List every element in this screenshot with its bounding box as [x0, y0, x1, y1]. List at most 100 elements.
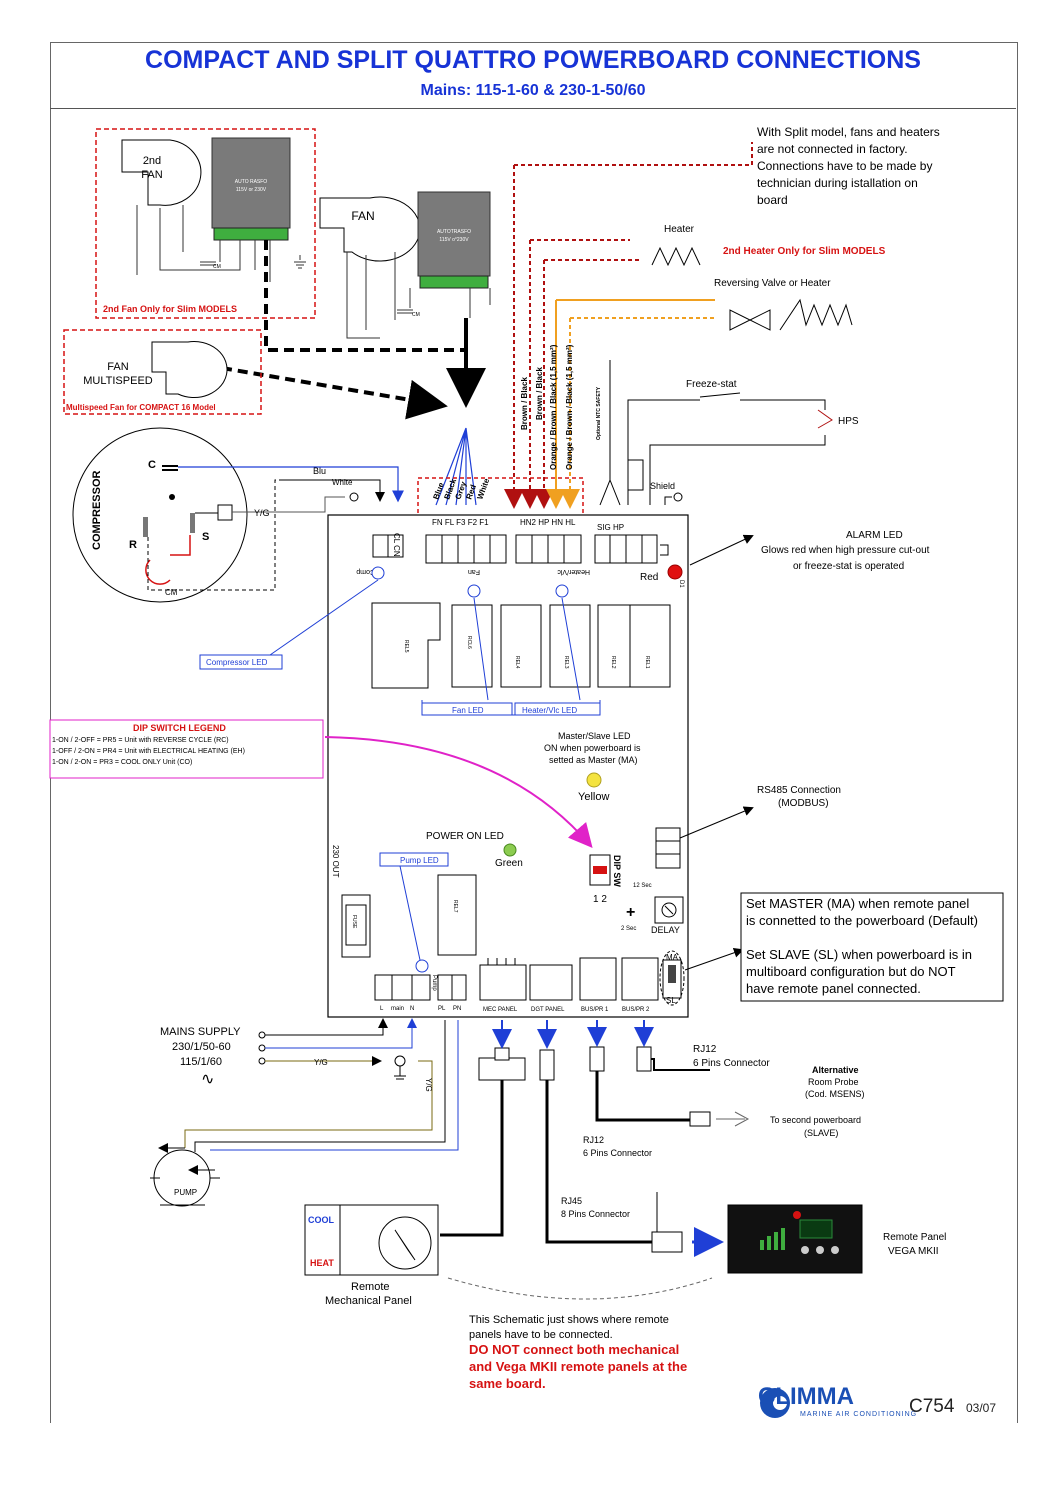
heater-led-dot	[555, 584, 569, 598]
comp-c-label: C	[148, 459, 156, 471]
vega-label-2: VEGA MKII	[888, 1246, 939, 1257]
second-fan-label-2: FAN	[141, 169, 162, 181]
bt-dgt: DGT PANEL	[531, 1007, 565, 1013]
split-note-1: With Split model, fans and heaters	[757, 125, 940, 139]
cm-label-2: CM	[412, 312, 420, 318]
freeze-stat-label: Freeze-stat	[686, 379, 737, 390]
relays	[371, 602, 671, 689]
heater-wire-labels: Brown / Black Brown / Black Orange / Bro…	[520, 344, 602, 470]
climma-logo: CLIMMA	[758, 1383, 854, 1410]
relay-rel1: REL1	[644, 656, 650, 669]
comp-led-label: Compressor LED	[206, 658, 268, 667]
master-slave-text: Set MASTER (MA) when remote panel is con…	[746, 895, 978, 997]
ms-text-1: Set MASTER (MA) when remote panel	[746, 896, 970, 911]
mech-label-2: Mechanical Panel	[325, 1295, 412, 1307]
multispeed-label-2: MULTISPEED	[83, 375, 153, 387]
pump-led	[415, 959, 429, 973]
power-led-label: POWER ON LED	[426, 831, 504, 842]
bt-bus1: BUS/PR 1	[581, 1007, 609, 1013]
power-led	[503, 843, 517, 857]
warning-note-2: and Vega MKII remote panels at the	[469, 1359, 688, 1374]
comp-r-label: R	[129, 539, 137, 551]
rs485-line-1: RS485 Connection	[757, 785, 841, 796]
schematic-note: This Schematic just shows where remote p…	[469, 1313, 669, 1343]
rel7-label: REL7	[452, 900, 458, 913]
dip-line-2: 1-OFF / 2-ON = PR4 = Unit with ELECTRICA…	[52, 748, 245, 755]
comp-led	[371, 566, 385, 580]
bottom-connector-labels: L main N PL PN MEC PANEL DGT PANEL BUS/P…	[380, 1006, 650, 1013]
pump-label: PUMP	[174, 1188, 197, 1197]
autotrasfo-2-label-1: AUTOTRASFO	[437, 229, 471, 235]
term-sig: SIG HP	[597, 523, 624, 532]
wire-label-bb2: Brown / Black	[535, 367, 544, 420]
relay-rel3: REL3	[563, 656, 569, 669]
relay-labels: REL5 RCL6 REL4 REL3 REL2 REL1	[403, 636, 650, 669]
term-fan: FN FL F3 F2 F1	[432, 518, 489, 527]
ms-text-3	[746, 929, 978, 946]
fan-led-label: Fan LED	[452, 706, 484, 715]
pump-led-label: Pump LED	[400, 856, 439, 865]
shield-label: Shield	[650, 481, 675, 491]
pump-board-label: Pump	[431, 975, 437, 991]
heat-label: HEAT	[310, 1258, 334, 1268]
sl-label: SL	[666, 996, 676, 1005]
terminal-labels: CL CN FN FL F3 F2 F1 HN2 HP HN HL SIG HP…	[356, 518, 684, 588]
main-fan: FAN	[319, 196, 421, 262]
ms-led-line-1: Master/Slave LED	[558, 731, 631, 741]
white-label: White	[332, 478, 353, 487]
wire-white: White	[475, 477, 491, 501]
wire-label-bb1: Brown / Black	[520, 377, 529, 430]
split-note-5: board	[757, 193, 788, 207]
main-fan-label: FAN	[351, 209, 374, 223]
second-fan: 2nd FAN	[121, 139, 202, 206]
title-divider	[50, 108, 1016, 109]
yg-label-1: Y/G	[254, 508, 270, 518]
schematic-note-1: This Schematic just shows where remote	[469, 1314, 669, 1326]
warning-note-1: DO NOT connect both mechanical	[469, 1342, 680, 1357]
schematic-note-2: panels have to be connected.	[469, 1329, 613, 1341]
warning-note: DO NOT connect both mechanical and Vega …	[469, 1341, 687, 1392]
bt-l: L	[380, 1006, 384, 1012]
dip-sw-label: DIP SW	[612, 855, 622, 887]
cm-label-1: CM	[213, 264, 221, 270]
split-model-note: With Split model, fans and heaters are n…	[757, 124, 940, 209]
split-note-4: technician during istallation on	[757, 176, 918, 190]
term-ol-cn: CL CN	[392, 533, 401, 557]
autotrasfo-2-label-2: 115V o°230V	[439, 237, 469, 243]
second-fan-box	[95, 128, 316, 319]
rj12-top-1: RJ12	[693, 1044, 717, 1055]
mains-label-2: 230/1/50-60	[172, 1041, 231, 1053]
page-title: COMPACT AND SPLIT QUATTRO POWERBOARD CON…	[145, 46, 921, 74]
comp-cm-label: CM	[165, 588, 178, 597]
compressor	[72, 427, 248, 603]
yg-label-2: Y/G	[314, 1058, 328, 1067]
alarm-desc-2: or freeze-stat is operated	[793, 561, 904, 572]
page-subtitle: Mains: 115-1-60 & 230-1-50/60	[420, 82, 646, 99]
ms-led-line-2: ON when powerboard is	[544, 743, 641, 753]
wire-label-ob1: Orange / Brown / Black (1,5 mm²)	[549, 344, 558, 470]
master-slave-box	[740, 892, 1004, 1002]
comp-s-label: S	[202, 531, 209, 543]
pump	[153, 1149, 211, 1207]
wire-label-ob2: Orange / Brown / Black (1,5 mm²)	[565, 344, 574, 470]
ac-symbol: ∿	[201, 1071, 214, 1088]
alarm-led	[667, 564, 683, 580]
relay-rel4: REL4	[514, 656, 520, 669]
doc-date: 03/07	[966, 1401, 997, 1415]
rs485-line-2: (MODBUS)	[778, 798, 829, 809]
ms-text-6: have remote panel connected.	[746, 981, 921, 996]
second-pb-2: (SLAVE)	[804, 1128, 838, 1138]
alt-probe-2: Room Probe	[808, 1077, 859, 1087]
relay-rel2: REL2	[610, 656, 616, 669]
vega-label-1: Remote Panel	[883, 1232, 946, 1243]
bt-main: main	[391, 1006, 404, 1012]
mech-label-1: Remote	[351, 1281, 390, 1293]
term-d1: D1	[678, 580, 684, 588]
split-note-2: are not connected in factory.	[757, 142, 908, 156]
powerboard	[327, 514, 689, 1018]
relay-rel5: REL5	[403, 640, 409, 653]
ms-text-2: is connetted to the powerboard (Default)	[746, 913, 978, 928]
ms-text-4: Set SLAVE (SL) when powerboard is in	[746, 947, 972, 962]
heater-led-label: Heater/Vlc LED	[522, 706, 577, 715]
yg-label-3: Y/G	[424, 1078, 433, 1092]
